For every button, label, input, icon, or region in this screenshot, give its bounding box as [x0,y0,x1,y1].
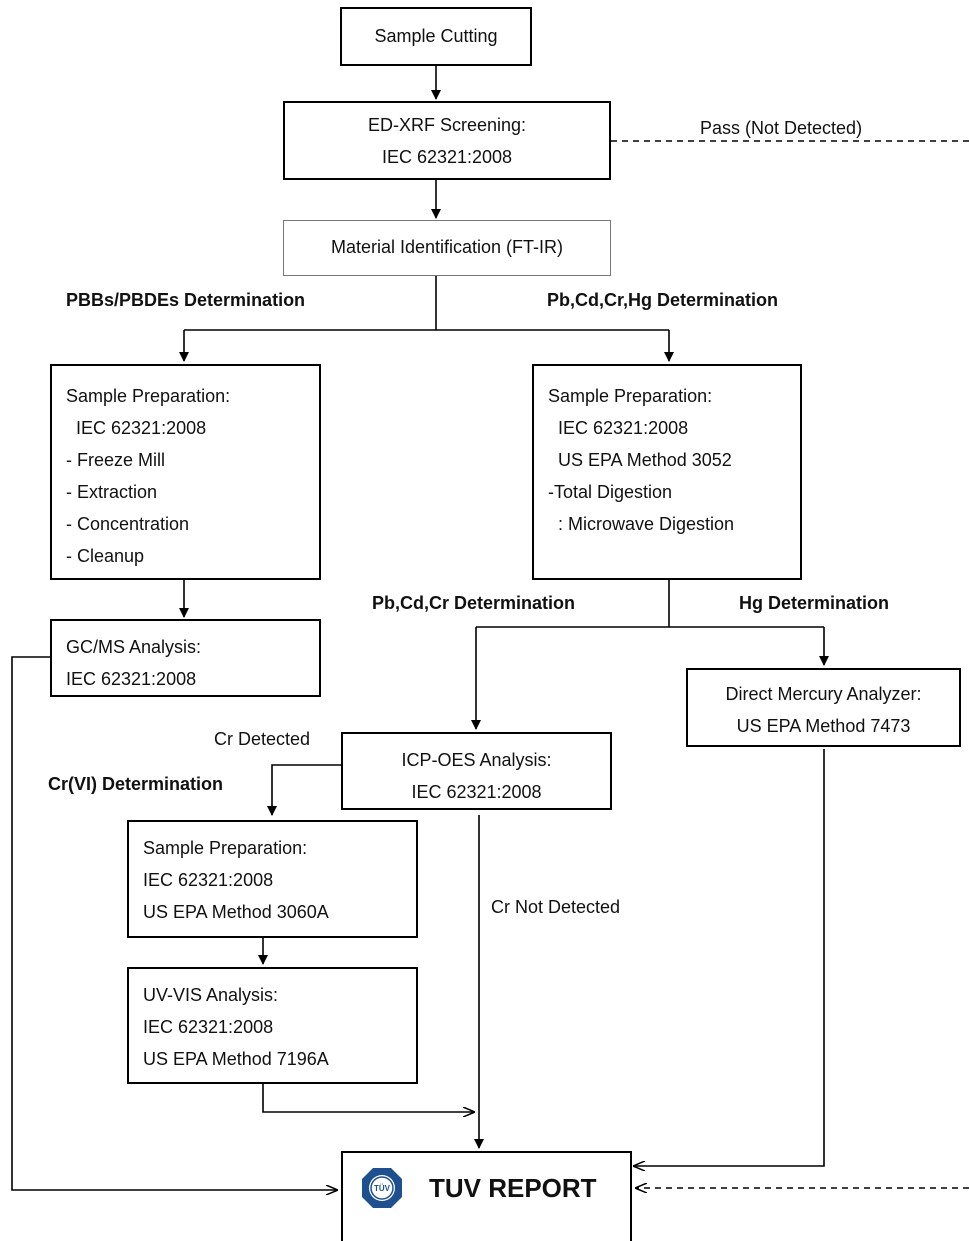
dma-to-report [634,749,825,1166]
crvi-label: Cr(VI) Determination [48,774,224,794]
prep-right-line-5: : Microwave Digestion [548,514,735,534]
icp-to-crvi [267,764,341,816]
report-title: TUV REPORT [429,1173,597,1203]
icp-box: ICP-OES Analysis: IEC 62321:2008 [341,732,612,810]
gcms-to-report [11,656,337,1190]
xrf-line-1: ED-XRF Screening: [367,115,527,135]
prep-left-box: Sample Preparation: IEC 62321:2008 - Fre… [50,364,321,580]
tuv-logo-icon: TÜV [362,1168,402,1208]
prep-right-line-2: IEC 62321:2008 [548,418,689,438]
prep-left-line-6: - Cleanup [66,546,145,566]
cr-not-detected-label: Cr Not Detected [491,897,621,917]
dma-line-2: US EPA Method 7473 [736,716,911,736]
prep-crvi-line-1: Sample Preparation: [143,838,308,858]
left-branch-label: PBBs/PBDEs Determination [66,290,306,310]
uvvis-box: UV-VIS Analysis: IEC 62321:2008 US EPA M… [127,967,418,1084]
dma-line-1: Direct Mercury Analyzer: [725,684,922,704]
pass-label: Pass (Not Detected) [700,118,863,138]
prep-left-line-2: IEC 62321:2008 [66,418,207,438]
material-id-label: Material Identification (FT-IR) [330,237,564,257]
icp-line-2: IEC 62321:2008 [411,782,542,802]
gcms-line-1: GC/MS Analysis: [66,637,202,657]
tuv-report-box: TÜV TUV REPORT [341,1151,632,1241]
uvvis-line-2: IEC 62321:2008 [143,1017,274,1037]
cr-detected-label: Cr Detected [214,729,311,749]
prep-left-line-3: - Freeze Mill [66,450,166,470]
prep-right-line-4: -Total Digestion [548,482,673,502]
prep-left-line-4: - Extraction [66,482,158,502]
prep-crvi-line-3: US EPA Method 3060A [143,902,329,922]
prep-crvi-box: Sample Preparation: IEC 62321:2008 US EP… [127,820,418,938]
prep-crvi-line-2: IEC 62321:2008 [143,870,274,890]
prep-right-box: Sample Preparation: IEC 62321:2008 US EP… [532,364,802,580]
hg-label: Hg Determination [739,593,890,613]
sample-cutting-label: Sample Cutting [374,26,498,46]
prep-right-line-3: US EPA Method 3052 [548,450,732,470]
xrf-line-2: IEC 62321:2008 [381,147,513,167]
right-branch-label: Pb,Cd,Cr,Hg Determination [547,290,779,310]
prep-left-line-1: Sample Preparation: [66,386,231,406]
pbcdcr-label: Pb,Cd,Cr Determination [372,593,576,613]
prep-left-line-5: - Concentration [66,514,190,534]
icp-line-1: ICP-OES Analysis: [401,750,552,770]
logo-text: TÜV [374,1184,391,1193]
gcms-line-2: IEC 62321:2008 [66,669,197,689]
xrf-screening-box: ED-XRF Screening: IEC 62321:2008 [283,101,611,180]
uvvis-line-1: UV-VIS Analysis: [143,985,279,1005]
uvvis-line-3: US EPA Method 7196A [143,1049,329,1069]
prep-right-line-1: Sample Preparation: [548,386,713,406]
dma-box: Direct Mercury Analyzer: US EPA Method 7… [686,668,961,747]
sample-cutting-box: Sample Cutting [340,7,532,66]
material-id-box: Material Identification (FT-IR) [283,220,611,276]
gcms-box: GC/MS Analysis: IEC 62321:2008 [50,619,321,697]
uvvis-to-report [262,1084,474,1112]
